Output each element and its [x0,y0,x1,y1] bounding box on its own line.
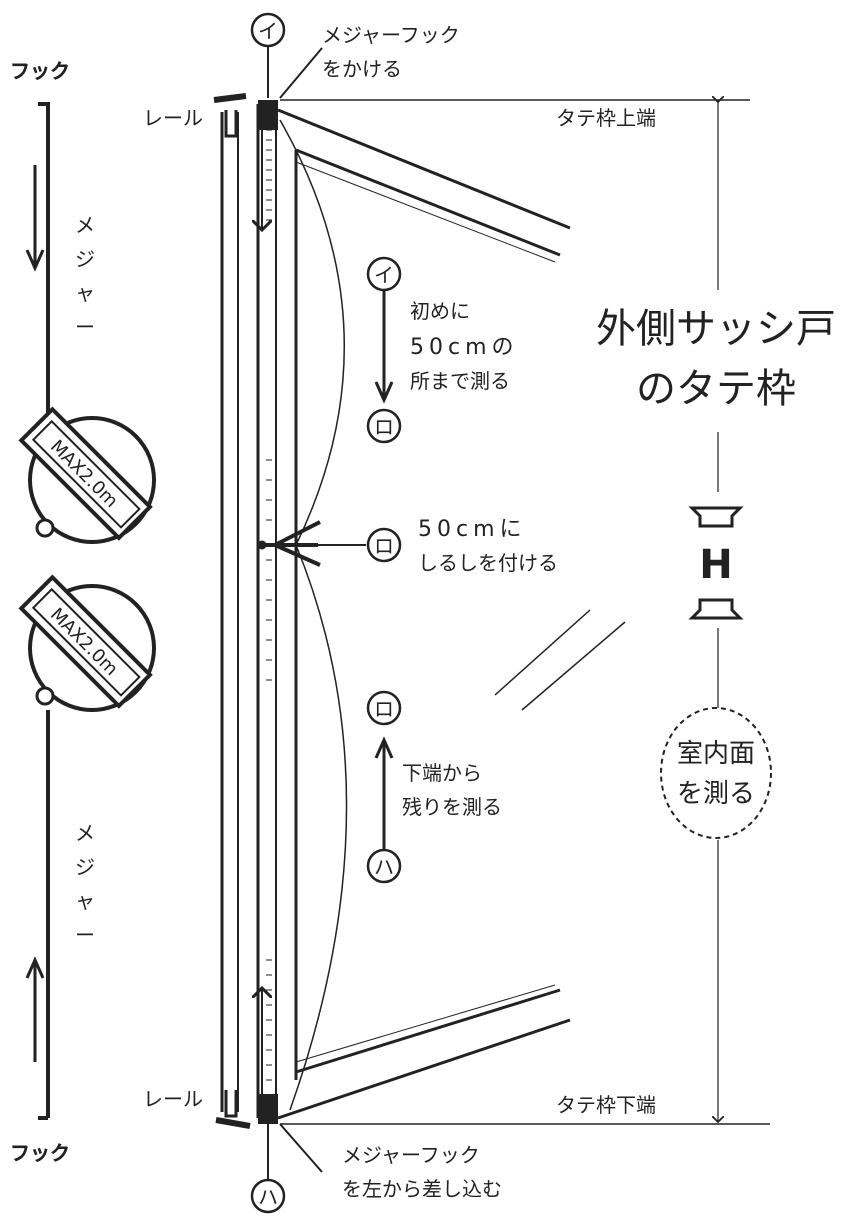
marker-ha: ハ [258,1185,278,1209]
step3-line1: 下端から [402,761,482,785]
step2-line1: 50cmに [418,517,527,542]
tape-measure-icon: MAX2.0m [18,406,156,544]
hook-top-callout [250,12,323,99]
measure-char: ジ [75,855,95,879]
frame-bottom-label: タテ枠下端 [556,1093,656,1117]
dimension-label: H [699,542,732,588]
step1-line3: 所まで測る [410,369,510,393]
hook-top-note-line2: をかける [322,57,402,81]
frame-top-label: タテ枠上端 [556,106,656,130]
tape-measure-icon: MAX2.0m [18,574,156,712]
measure-char: ャ [75,889,95,913]
up-arrow-head [25,956,45,979]
step1-diagram [366,256,402,444]
left-tape-guide: フック フック [10,59,71,1166]
step3-diagram [366,690,402,884]
measure-char: ー [75,923,95,947]
marker-i: イ [374,263,394,287]
marker-ro: ロ [374,534,394,558]
step3-line2: 残りを測る [402,795,502,819]
step2-diagram [318,527,402,563]
hook-bottom-label: フック [10,1141,70,1165]
marker-ro: ロ [374,415,394,439]
measure-char: メ [75,821,95,845]
dimension-h [280,100,772,1125]
down-arrow-head [25,249,45,272]
measure-text-bottom: メ ジ ャ ー [75,821,95,947]
marker-ha: ハ [374,855,394,879]
measure-text-top: メ ジ ャ ー [75,213,95,339]
sash-frame [213,93,626,1129]
step1-line2: 50cmの [410,335,519,360]
title-line1: 外側サッシ戸 [596,306,836,352]
measure-char: ジ [75,247,95,271]
interior-note-line2: を測る [677,779,755,809]
marker-ro: ロ [374,697,394,721]
marker-i: イ [258,19,278,43]
hook-bottom-callout [250,1123,323,1214]
measure-char: ャ [75,281,95,305]
measure-char: メ [75,213,95,237]
hook-bottom-note-line2: を左から差し込む [342,1177,502,1201]
hook-top-label: フック [10,59,70,83]
step1-line1: 初めに [410,299,470,323]
measure-char: ー [75,315,95,339]
hook-bottom-note-line1: メジャーフック [342,1143,480,1167]
rail-bottom-label: レール [143,1087,203,1111]
interior-note-line1: 室内面 [677,739,755,769]
title-line2: のタテ枠 [636,366,796,412]
rail-top-label: レール [143,106,203,130]
hook-top-note-line1: メジャーフック [322,23,460,47]
step2-line2: しるしを付ける [418,551,558,575]
tape-strip-top [38,102,50,420]
